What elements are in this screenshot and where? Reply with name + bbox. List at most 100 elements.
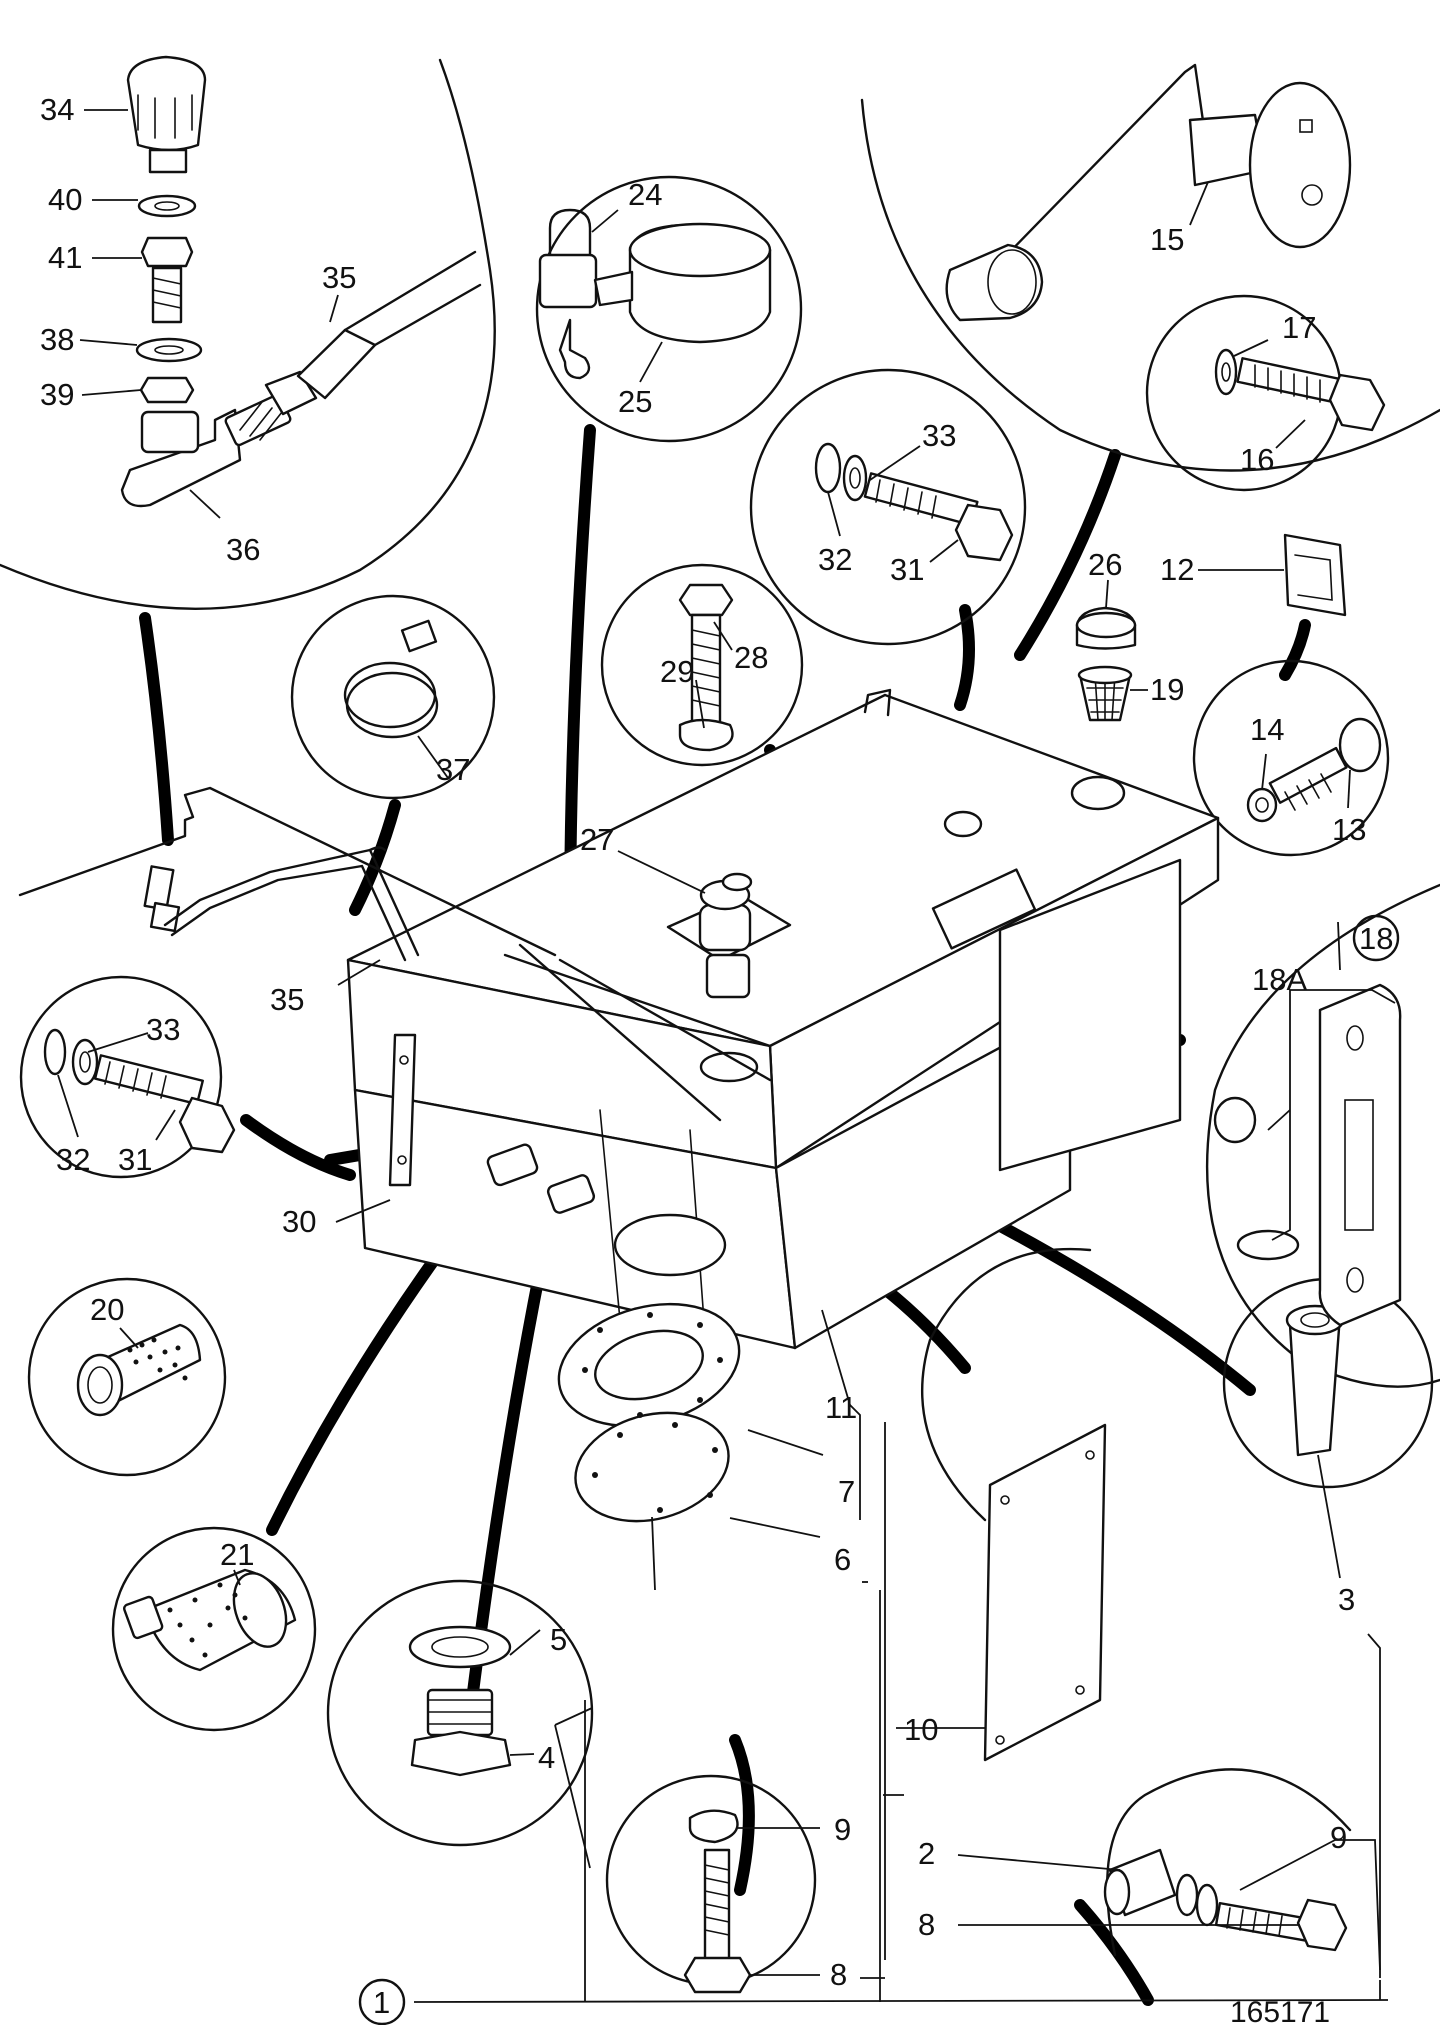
callout-35-bottom: 35 [270,982,304,1017]
tank-top-boss [943,810,983,838]
bolt-13 [1268,746,1348,804]
washer-32-left [43,1028,67,1076]
detail-circle-screw-13 [1192,659,1390,857]
callout-29: 29 [660,654,694,689]
leader-lines [57,109,1396,2003]
screw-31-left-detail [43,1028,236,1154]
padlock-key-24 [558,318,591,380]
detail-circle-breather [0,58,496,610]
callout-32-top: 32 [818,542,852,577]
callout-labels: 34 40 41 38 39 36 35 24 25 15 17 16 33 3… [40,92,1366,1992]
tank-outlet-20 [486,1143,539,1187]
detail-circle-strainer-21 [111,1526,317,1732]
figure-reference-number: 165171 [1230,1996,1330,2025]
detail-circle-screw-28 [600,563,804,767]
callout-3: 3 [1338,1582,1355,1617]
callout-13: 13 [1332,812,1366,847]
callout-15: 15 [1150,222,1184,257]
padlock-body-24 [538,253,598,309]
detail-circle-screw-31-top [749,368,1027,646]
callout-17: 17 [1282,310,1316,345]
screw-2-detail [1103,1848,1348,1952]
plug-hex-4 [410,1730,512,1777]
tank-support-rail [998,858,1182,1172]
bolt-head-31-left [178,1096,236,1154]
padlock-detail [538,208,772,380]
gauge-float [945,243,1044,322]
callout-39: 39 [40,377,74,412]
breather-detail [120,55,482,508]
callout-20: 20 [90,1292,124,1327]
callout-21: 21 [220,1537,254,1572]
elbow-36 [120,408,242,508]
callout-32-left: 32 [56,1142,90,1177]
seal-18a-upper [1213,1096,1257,1144]
callout-12: 12 [1160,552,1194,587]
tank-outlet-21 [546,1174,596,1214]
hose-clip-37 [343,619,439,739]
detail-circle-screw-31-left [19,975,223,1179]
callout-31-top: 31 [890,552,924,587]
callout-31-left: 31 [118,1142,152,1177]
washer-9 [688,1809,739,1844]
washer-9-right-b [1195,1883,1219,1927]
callout-5: 5 [550,1622,567,1657]
washer-9-right-a [1175,1873,1199,1917]
callout-27: 27 [580,822,614,857]
strainer-20-detail [76,1323,202,1417]
washer-33-top [842,454,868,502]
tank-filler-neck [1070,775,1126,811]
callout-6: 6 [834,1542,851,1577]
callout-4: 4 [538,1740,555,1775]
detail-circles [0,58,1440,1986]
callout-8-center: 8 [830,1957,847,1992]
plug-4-detail [408,1625,512,1777]
gauge-dial-15 [1248,81,1352,249]
detail-circle-clip-37 [290,594,496,800]
screw-16-detail [1214,348,1386,432]
washer-38 [135,337,203,363]
clip-12 [1283,533,1347,617]
circled-callout-18: 18 [1352,914,1400,962]
detail-circle-strainer-20 [27,1277,227,1477]
callout-10: 10 [904,1712,938,1747]
gaskets-detail [557,1302,741,1523]
bolt-head-8-right [1296,1898,1348,1952]
callout-8-right: 8 [918,1907,935,1942]
callout-37: 37 [436,752,470,787]
tank-flange-30 [388,1033,417,1187]
bolt-head-16 [1328,373,1386,432]
svg-text:18: 18 [1359,921,1393,956]
callout-14: 14 [1250,712,1284,747]
callout-9-center: 9 [834,1812,851,1847]
callout-28: 28 [734,640,768,675]
detail-circle-padlock [535,175,803,443]
strainer-21-detail [123,1568,297,1672]
strainer-19-detail [1075,606,1137,722]
sight-gauge-18 [1318,983,1402,1327]
breather-pipe-assembly [143,846,420,962]
washer-40 [137,194,197,218]
bolt-8 [703,1848,731,1962]
washer-14 [1246,787,1278,823]
washer-29 [678,718,734,752]
callout-26: 26 [1088,547,1122,582]
bolt-head-31-top [954,503,1014,562]
bolt-head-28 [678,583,734,617]
breather-cap-34 [126,55,207,152]
circled-callout-1: 1 [358,1978,406,2025]
screw-13-detail [1246,533,1382,823]
tank-top-opening [931,868,1037,950]
sleeve-3-detail [1285,1304,1345,1457]
nut-39 [139,376,195,404]
base-plate-outline [18,786,557,957]
callout-24: 24 [628,177,662,212]
washer-5 [408,1625,512,1669]
screw-28-detail [678,583,734,752]
pressure-filter-27 [666,872,792,999]
screw-31-top-detail [814,442,1014,562]
tank-base-hole [613,1213,727,1277]
tank-bracket [863,688,892,717]
callout-18a: 18A [1252,962,1307,997]
